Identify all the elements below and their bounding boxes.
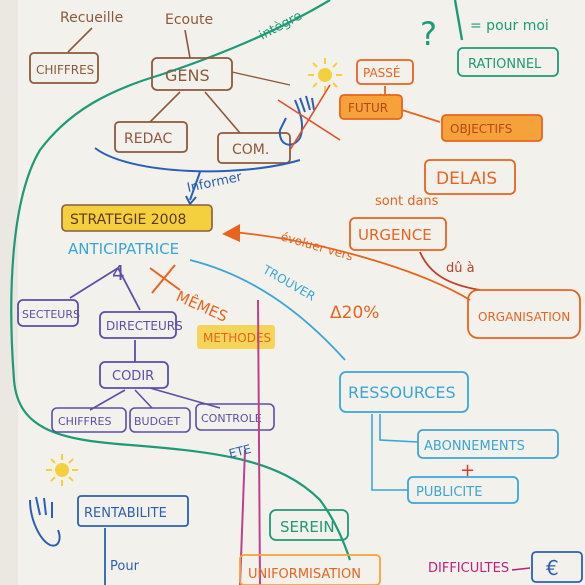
- connector-urgence-organisation: [419, 251, 481, 291]
- box-rentabilite: [77, 495, 189, 527]
- sun-icon: [308, 58, 342, 92]
- box-redac: [114, 121, 188, 153]
- label-recueille: Recueille: [60, 10, 123, 26]
- arrow-informer-head: [185, 195, 197, 206]
- label-delais: DELAIS: [436, 169, 497, 189]
- box-chiffres-top: [29, 52, 99, 84]
- red-cross-line-2: [289, 84, 331, 151]
- label-futur: FUTUR: [348, 101, 388, 115]
- box-euro: [531, 551, 583, 583]
- label-strategie: STRATEGIE 2008: [70, 212, 186, 228]
- connector-recueille: [67, 27, 93, 53]
- connector-gens-right: [231, 71, 291, 86]
- hand-icon-bottom: [29, 496, 61, 547]
- label-ecoute: Ecoute: [165, 12, 213, 28]
- arrow-evoluer-vers-head: [222, 224, 240, 242]
- label-publicite: PUBLICITE: [416, 485, 482, 500]
- label-serein: SEREIN: [280, 518, 335, 536]
- box-publicite: [407, 476, 519, 504]
- paper-edge-shadow: [0, 0, 18, 585]
- label-gens: GENS: [165, 66, 210, 85]
- label-uniformisation: UNIFORMISATION: [248, 567, 361, 582]
- arrow-futur-objectifs: [401, 109, 441, 123]
- green-slash-line: [453, 0, 464, 41]
- label-sont-dans: sont dans: [375, 194, 439, 209]
- label-methodes: METHODES: [203, 331, 271, 345]
- box-rationnel: [457, 47, 559, 77]
- label-rationnel: RATIONNEL: [468, 57, 542, 72]
- box-uniformisation: [239, 554, 381, 585]
- label-delta: Δ20%: [330, 303, 379, 323]
- label-abonnements: ABONNEMENTS: [424, 439, 525, 454]
- box-secteurs: [17, 299, 79, 327]
- box-chiffres-bottom: [51, 407, 127, 433]
- label-question-mark: ?: [420, 15, 437, 53]
- label-organisation: ORGANISATION: [478, 310, 570, 324]
- label-chiffres-top: CHIFFRES: [36, 63, 94, 77]
- sun-icon-bottom: [46, 454, 78, 486]
- box-serein: [269, 509, 349, 541]
- label-four: 4: [112, 261, 125, 285]
- label-codir: CODIR: [112, 369, 154, 384]
- label-du-a: dû à: [446, 261, 475, 276]
- box-methodes: [197, 325, 275, 349]
- box-delais: [424, 159, 516, 195]
- connector-four: [69, 267, 141, 311]
- box-directeurs: [99, 311, 177, 339]
- label-ressources: RESSOURCES: [348, 383, 456, 402]
- box-gens: [151, 57, 233, 91]
- connector-gens-redac: [149, 91, 181, 123]
- label-com: COM.: [232, 142, 269, 158]
- box-organisation: [467, 289, 581, 339]
- blue-bracket-curve: [94, 147, 301, 173]
- label-difficultes: DIFFICULTES: [428, 561, 509, 576]
- arrow-informer-shaft: [189, 171, 201, 201]
- label-passe: PASSÉ: [363, 65, 401, 80]
- box-codir: [99, 361, 169, 389]
- label-ete: ETE: [227, 442, 252, 461]
- box-com: [217, 132, 291, 164]
- label-chiffres-bottom: CHIFFRES: [58, 415, 111, 428]
- label-rentabilite: RENTABILITE: [84, 506, 167, 521]
- label-directeurs: DIRECTEURS: [106, 319, 183, 333]
- label-secteurs: SECTEURS: [22, 308, 80, 321]
- label-redac: REDAC: [124, 131, 172, 147]
- box-budget: [129, 407, 191, 433]
- arrow-trouver: [189, 259, 346, 361]
- box-strategie: [61, 204, 213, 232]
- box-objectifs: [441, 114, 543, 142]
- box-passe: [356, 59, 414, 85]
- box-urgence: [349, 217, 447, 251]
- connector-ecoute: [184, 29, 191, 59]
- box-futur: [339, 94, 403, 120]
- box-abonnements: [417, 429, 559, 459]
- pointing-hand-icon: [278, 95, 315, 146]
- arrow-difficultes: [511, 567, 531, 571]
- label-urgence: URGENCE: [358, 226, 432, 244]
- label-pour-moi: = pour moi: [470, 18, 549, 34]
- orange-cross-mark: [149, 264, 181, 294]
- box-controle: [195, 403, 275, 431]
- connector-gens-com: [204, 91, 241, 134]
- magenta-line-1: [257, 299, 261, 585]
- box-ressources: [339, 371, 469, 413]
- connector-ressources-children: [371, 414, 419, 491]
- green-outline-curve: [10, 0, 352, 561]
- label-anticipatrice: ANTICIPATRICE: [68, 240, 179, 258]
- label-pour: Pour: [110, 559, 140, 574]
- label-plus: +: [460, 460, 475, 481]
- arrow-evoluer-vers: [231, 231, 471, 301]
- label-objectifs: OBJECTIFS: [450, 122, 512, 136]
- label-budget: BUDGET: [134, 415, 181, 428]
- label-euro: €: [546, 556, 559, 580]
- label-controle: CONTROLE: [201, 412, 262, 425]
